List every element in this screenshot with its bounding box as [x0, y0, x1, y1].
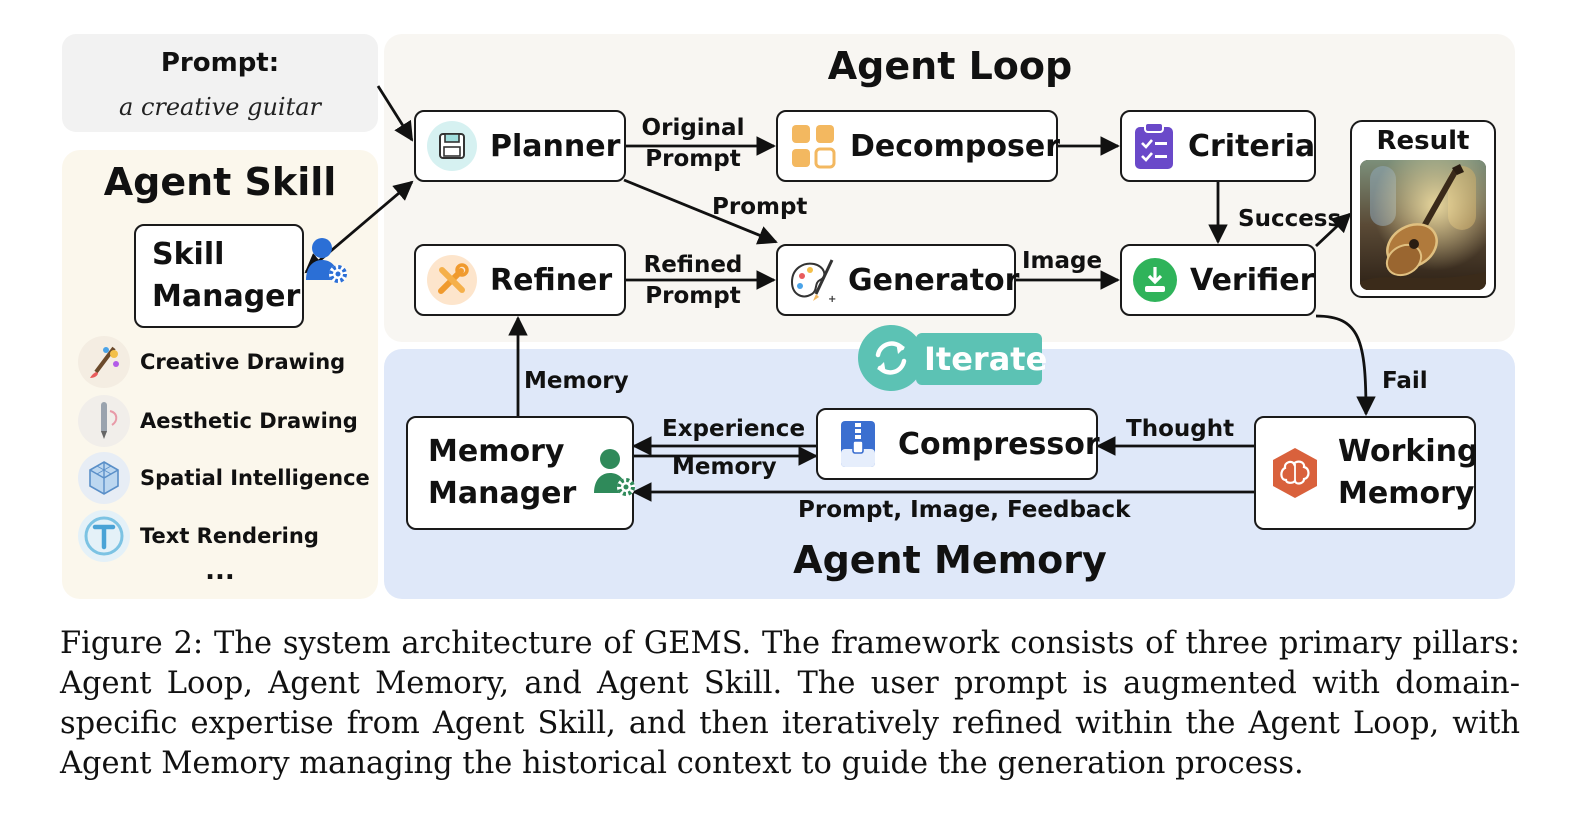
prompt-edge-label: Prompt [712, 194, 808, 220]
working-memory-line2: Memory [1338, 476, 1475, 511]
refined-prompt-line1: Refined [643, 252, 743, 278]
skill-label: Spatial Intelligence [140, 466, 370, 490]
verifier-node: Verifier [1120, 244, 1316, 316]
success-edge-label: Success [1238, 206, 1342, 232]
compressor-label: Compressor [898, 426, 1100, 462]
decomposer-label: Decomposer [850, 128, 1060, 164]
result-image [1360, 160, 1486, 290]
iterate-circle [858, 325, 924, 391]
original-prompt-label: Original Prompt [636, 113, 750, 175]
refiner-label: Refiner [490, 262, 613, 298]
generator-label: Generator [848, 262, 1020, 298]
prompt-heading: Prompt: [160, 48, 280, 78]
clipboard-checklist-icon [1132, 121, 1176, 171]
result-card: Result [1350, 120, 1496, 298]
palette-brush-icon: + [786, 254, 840, 306]
skill-item-spatial-intelligence: Spatial Intelligence [78, 452, 370, 504]
working-memory-label: Working Memory [1338, 431, 1479, 515]
skill-label: Creative Drawing [140, 350, 346, 374]
refined-prompt-label: Refined Prompt [636, 250, 750, 312]
verifier-label: Verifier [1190, 262, 1315, 298]
original-prompt-line1: Original [641, 115, 745, 141]
prompt-panel [62, 34, 378, 132]
working-memory-line1: Working [1338, 434, 1479, 469]
skill-label: Text Rendering [140, 524, 319, 548]
skill-manager-line1: Skill [152, 237, 225, 272]
refiner-node: Refiner [414, 244, 626, 316]
zip-file-icon [838, 419, 878, 469]
figure-caption: Figure 2: The system architecture of GEM… [60, 626, 1520, 781]
agent-skill-title: Agent Skill [103, 160, 337, 204]
agent-loop-title: Agent Loop [827, 44, 1073, 88]
verified-download-icon [1132, 257, 1178, 303]
compressor-node: Compressor [816, 408, 1100, 480]
pencil-icon [78, 395, 130, 447]
user-gear-icon [304, 236, 348, 286]
memory-edge-label: Memory [524, 368, 629, 394]
thought-edge-label: Thought [1126, 416, 1235, 442]
arrow-planner-generator [623, 178, 778, 245]
skills-more: ... [205, 556, 235, 586]
memory-manager-line1: Memory [428, 434, 565, 469]
image-edge-label: Image [1022, 248, 1103, 274]
cube-icon [78, 452, 130, 504]
guitar-image [1360, 160, 1486, 290]
text-t-icon [78, 510, 130, 562]
criteria-node: Criteria [1120, 110, 1316, 182]
skill-manager-label: Skill Manager [152, 234, 300, 318]
generator-node: + Generator [776, 244, 1020, 316]
memory-manager-line2: Manager [428, 476, 577, 511]
floppy-disk-icon [426, 120, 478, 172]
original-prompt-line2: Prompt [645, 146, 741, 172]
planner-label: Planner [490, 128, 621, 164]
svg-text:+: + [828, 294, 836, 305]
fail-edge-label: Fail [1382, 368, 1428, 394]
arrow-prompt-to-planner [376, 85, 414, 142]
iterate-label: Iterate [924, 340, 1048, 378]
working-memory-node: Working Memory [1254, 416, 1479, 530]
planner-node: Planner [414, 110, 626, 182]
arrow-verifier-working-memory [1315, 314, 1376, 416]
grid-blocks-icon [788, 121, 838, 171]
skill-manager-node: Skill Manager [134, 224, 348, 328]
prompt-text: a creative guitar [119, 93, 321, 121]
skill-item-creative-drawing: Creative Drawing [78, 336, 345, 388]
skill-item-aesthetic-drawing: Aesthetic Drawing [78, 395, 358, 447]
skill-manager-line2: Manager [152, 279, 301, 314]
feedback-edge-label: Prompt, Image, Feedback [798, 497, 1131, 523]
refined-prompt-line2: Prompt [645, 283, 741, 309]
brush-icon [78, 336, 130, 388]
memory-manager-label: Memory Manager [428, 431, 576, 515]
refresh-icon [875, 341, 907, 375]
decomposer-node: Decomposer [776, 110, 1060, 182]
criteria-label: Criteria [1188, 128, 1316, 164]
experience-edge-label: Experience [662, 416, 806, 442]
iterate-badge: Iterate [858, 325, 1048, 391]
user-gear-icon [592, 447, 636, 499]
experience-memory-edge-label: Memory [672, 454, 777, 480]
agent-memory-title: Agent Memory [793, 538, 1107, 582]
skill-item-text-rendering: Text Rendering [78, 510, 319, 562]
tools-icon [426, 254, 478, 306]
result-label: Result [1376, 126, 1470, 156]
arrow-verifier-result [1315, 212, 1352, 248]
skill-label: Aesthetic Drawing [140, 409, 358, 433]
brain-icon [1270, 446, 1320, 500]
memory-manager-node: Memory Manager [406, 416, 636, 530]
